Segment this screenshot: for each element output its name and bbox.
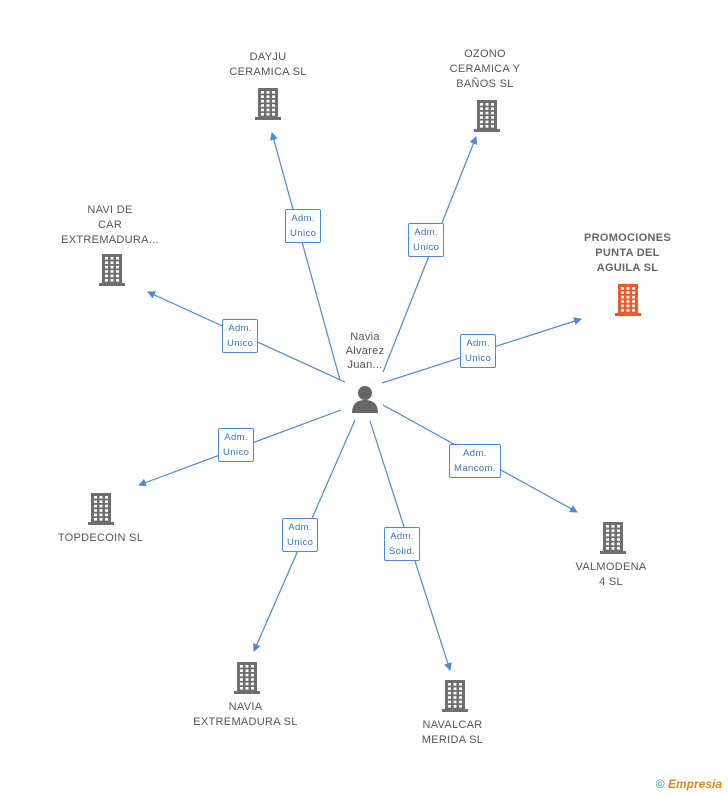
company-label-topdecoin[interactable]: TOPDECOIN SL [57,532,144,544]
role-badge-navi: Adm. Unico [222,319,259,353]
person-icon[interactable] [350,384,380,414]
role-badge-navia_ext: Adm. Unico [282,518,319,552]
role-badge-ozono: Adm. Unico [408,223,445,257]
company-label-navalcar[interactable]: NAVALCAR MERIDA SL [421,719,484,746]
company-label-ozono[interactable]: OZONO CERAMICA Y BAÑOS SL [449,48,521,90]
building-icon-dayju[interactable] [252,86,284,120]
building-icon-navalcar[interactable] [439,678,471,712]
role-badge-promociones: Adm. Unico [460,334,497,368]
building-icon-topdecoin[interactable] [85,491,117,525]
building-icon-valmodena[interactable] [597,520,629,554]
company-label-navia_ext[interactable]: NAVIA EXTREMADURA SL [193,701,298,728]
role-badge-navalcar: Adm. Solid. [384,527,421,561]
company-label-valmodena[interactable]: VALMODENA 4 SL [575,561,647,588]
building-icon-navia_ext[interactable] [231,660,263,694]
role-badge-dayju: Adm. Unico [285,209,322,243]
company-label-promociones[interactable]: PROMOCIONES PUNTA DEL AGUILA SL [583,232,672,274]
copyright-symbol: © [655,777,665,791]
company-label-dayju[interactable]: DAYJU CERAMICA SL [229,51,307,78]
company-label-navi[interactable]: NAVI DE CAR EXTREMADURA... [61,204,159,246]
role-badge-topdecoin: Adm. Unico [218,428,255,462]
relation-edge-dayju [270,132,341,381]
building-icon-navi[interactable] [96,252,128,286]
building-icon-ozono[interactable] [471,98,503,132]
center-person-label[interactable]: Navia Alvarez Juan... [345,331,385,371]
building-icon-promociones[interactable] [612,282,644,316]
role-badge-valmodena: Adm. Mancom. [449,444,501,478]
footer-brand: © Empresia [656,777,722,791]
brand-name: Empresia [667,777,722,791]
